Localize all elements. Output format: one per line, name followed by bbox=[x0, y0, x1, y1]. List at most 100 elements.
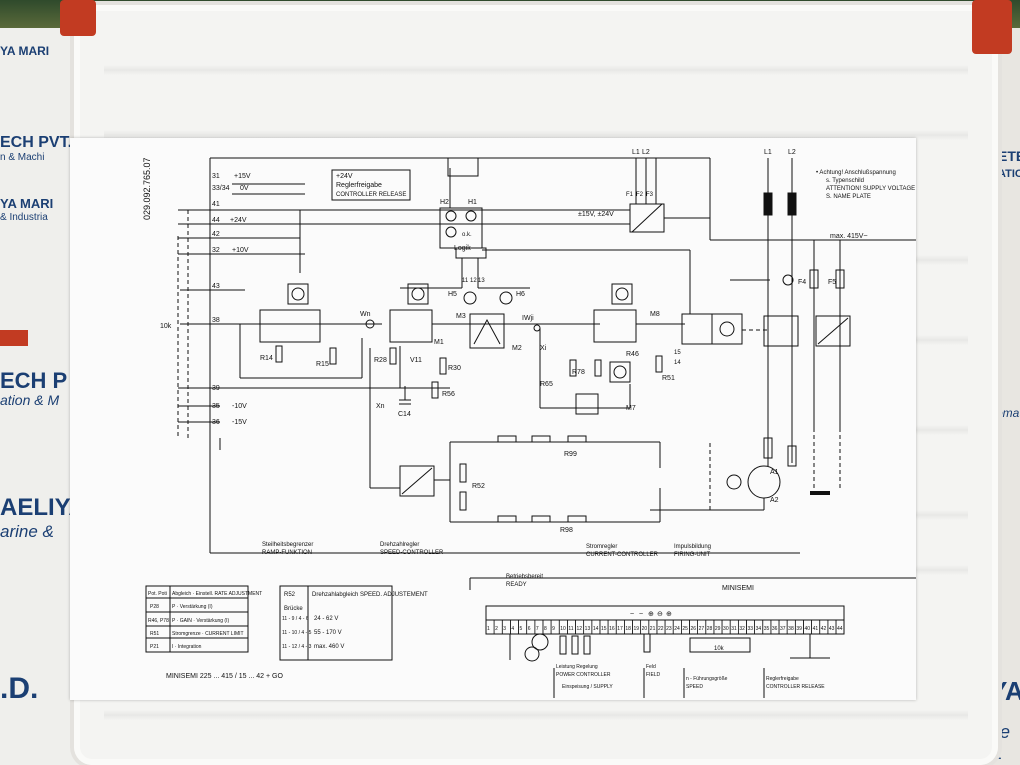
sign-text: ation & M bbox=[0, 392, 60, 408]
document-number: 029.092.765.07 bbox=[142, 157, 152, 220]
table2-cell: 11 - 9 / 4 - 6 bbox=[282, 616, 309, 622]
background-left-wall bbox=[0, 0, 80, 765]
label-r56: R56 bbox=[442, 391, 455, 398]
attention-line: S. NAME PLATE bbox=[826, 194, 871, 200]
section-firing-en: FIRING-UNIT bbox=[674, 552, 711, 558]
terminal-voltage: -15V bbox=[232, 419, 247, 426]
sign-text: .D. bbox=[0, 672, 39, 705]
label-c14: C14 bbox=[398, 411, 411, 418]
sign-text: & Industria bbox=[0, 212, 48, 223]
attention-line: • Achtung! Anschlußspannung bbox=[816, 170, 896, 176]
attention-line: s. Typenschild bbox=[826, 178, 864, 184]
label-wn: Wn bbox=[360, 311, 371, 318]
bottom-label-de: Reglerfreigabe bbox=[766, 676, 799, 682]
label-v11: V11 bbox=[410, 357, 422, 364]
table2-header: R52 bbox=[284, 592, 296, 598]
strip-terminal-number: 21 bbox=[650, 626, 656, 632]
terminal-voltage: -10V bbox=[232, 403, 247, 410]
bottom-label-de: Einspeisung / SUPPLY bbox=[562, 684, 613, 690]
label-xi: Xi bbox=[540, 345, 547, 352]
strip-terminal-number: 4 bbox=[511, 626, 514, 632]
label-xn: Xn bbox=[376, 403, 385, 410]
strip-symbol: ⊕ bbox=[666, 611, 672, 618]
label-h2: H2 bbox=[440, 199, 449, 206]
strip-terminal-number: 7 bbox=[536, 626, 539, 632]
setpoint-pot-label: 10k bbox=[160, 323, 172, 330]
label-m3: M3 bbox=[456, 313, 466, 320]
strip-terminal-number: 15 bbox=[601, 626, 607, 632]
attention-line: ATTENTION! SUPPLY VOLTAGE bbox=[826, 186, 915, 192]
label-h5: H5 bbox=[448, 291, 457, 298]
strip-terminal-box bbox=[835, 619, 845, 635]
label-r28: R28 bbox=[374, 357, 387, 364]
pot-10k-label: 10k bbox=[714, 646, 725, 652]
max-voltage: max. 415V~ bbox=[830, 233, 868, 240]
terminal-number: 42 bbox=[212, 231, 220, 238]
strip-symbol: ⊖ bbox=[657, 611, 663, 618]
bottom-label-en: FIELD bbox=[646, 672, 661, 678]
label-n11: 11 bbox=[462, 278, 469, 284]
cover-ridge bbox=[104, 65, 968, 75]
label-n13: 13 bbox=[478, 278, 485, 284]
strip-terminal-number: 9 bbox=[552, 626, 555, 632]
strip-terminal-number: 23 bbox=[666, 626, 672, 632]
label-f2: F2 bbox=[636, 192, 644, 198]
label-n12: 12 bbox=[470, 278, 477, 284]
bottom-label-de: Feld bbox=[646, 664, 656, 670]
strip-terminal-number: 32 bbox=[739, 626, 745, 632]
table1-cell: P21 bbox=[150, 644, 159, 650]
strip-terminal-number: 1 bbox=[487, 626, 490, 632]
terminal-number: 35 bbox=[212, 403, 220, 410]
model-designation: MINISEMI 225 ... 415 / 15 ... 42 + GO bbox=[166, 673, 283, 680]
strip-terminal-number: 35 bbox=[764, 626, 770, 632]
red-corner-clip bbox=[60, 0, 96, 36]
strip-terminal-number: 18 bbox=[625, 626, 631, 632]
table2-sub: Brücke bbox=[284, 606, 303, 612]
schematic-diagram: 1234567891011121314151617181920212223242… bbox=[142, 149, 916, 698]
strip-terminal-number: 11 bbox=[568, 626, 573, 632]
label-f4: F4 bbox=[798, 279, 806, 286]
terminal-voltage: 0V bbox=[240, 185, 249, 192]
label-ok: o.k. bbox=[462, 232, 472, 238]
bottom-label-de: n - Führungsgröße bbox=[686, 676, 728, 682]
strip-terminal-number: 12 bbox=[577, 626, 583, 632]
strip-terminal-number: 37 bbox=[780, 626, 786, 632]
table1-cell: P28 bbox=[150, 604, 159, 610]
label-l2-main: L2 bbox=[788, 149, 796, 156]
bottom-label-en: CONTROLLER RELEASE bbox=[766, 684, 825, 690]
label-f5: F5 bbox=[828, 279, 836, 286]
section-speed-de: Drehzahlregler bbox=[380, 542, 419, 548]
label-h1: H1 bbox=[468, 199, 477, 206]
table2-cell: 11 - 10 / 4 - 5 bbox=[282, 630, 312, 636]
sign-text: n & Machi bbox=[0, 152, 45, 163]
strip-terminal-number: 19 bbox=[634, 626, 640, 632]
label-r98: R98 bbox=[560, 527, 573, 534]
label-r78: R78 bbox=[572, 369, 585, 376]
section-firing-de: Impulsbildung bbox=[674, 544, 711, 550]
strip-symbol: ⊕ bbox=[648, 611, 654, 618]
label-r14: R14 bbox=[260, 355, 273, 362]
table2-header: Drehzahlabgleich SPEED. ADJUSTEMENT bbox=[312, 592, 428, 598]
label-n14: 14 bbox=[674, 360, 681, 366]
strip-terminal-number: 3 bbox=[503, 626, 506, 632]
strip-terminal-number: 36 bbox=[772, 626, 778, 632]
strip-terminal-number: 13 bbox=[585, 626, 591, 632]
label-r30: R30 bbox=[448, 365, 461, 372]
label-h6: H6 bbox=[516, 291, 525, 298]
label-r46: R46 bbox=[626, 351, 639, 358]
strip-terminal-number: 10 bbox=[560, 626, 566, 632]
terminal-number: 39 bbox=[212, 385, 220, 392]
sign-text: ATION bbox=[998, 168, 1020, 180]
section-ramp-en: RAMP-FUNKTION bbox=[262, 550, 312, 556]
ready-de: Betriebsbereit bbox=[506, 574, 543, 580]
strip-terminal-number: 27 bbox=[699, 626, 705, 632]
enable-note-voltage: +24V bbox=[336, 173, 353, 180]
label-r65: R65 bbox=[540, 381, 553, 388]
red-sign-mark bbox=[0, 330, 28, 346]
table2-cell: 24 - 62 V bbox=[314, 616, 338, 622]
sign-text: YA MARI bbox=[0, 196, 54, 211]
section-current-de: Stromregler bbox=[586, 544, 617, 550]
strip-terminal-number: 33 bbox=[747, 626, 753, 632]
